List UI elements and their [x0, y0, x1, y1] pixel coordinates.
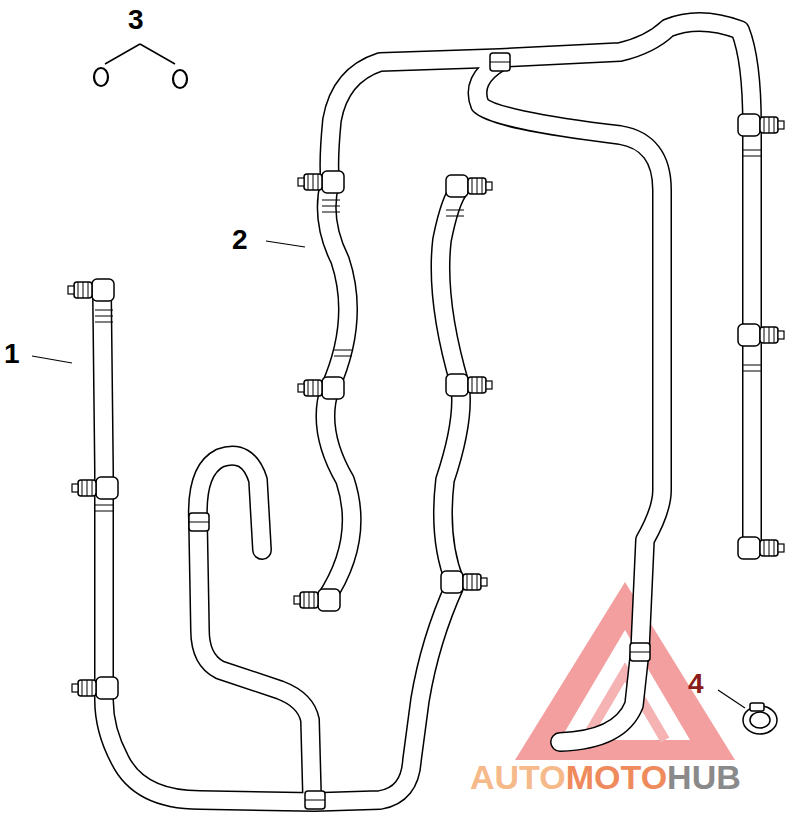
- clamps: [189, 53, 650, 809]
- hose-clamp: [743, 703, 777, 734]
- fittings: [68, 114, 784, 699]
- callout-number: 4: [688, 670, 704, 698]
- watermark-logo: [515, 582, 735, 760]
- o-ring-set: [94, 44, 187, 88]
- watermark-text: AUTO: [470, 760, 566, 794]
- leader-lines: [32, 241, 745, 708]
- callout-number: 1: [4, 340, 20, 368]
- hose-ribs: [95, 150, 761, 511]
- watermark-text: HUB: [667, 760, 741, 794]
- callout-number: 2: [232, 226, 248, 254]
- watermark-text: MOTO: [566, 760, 667, 794]
- callout-number: 3: [128, 6, 144, 34]
